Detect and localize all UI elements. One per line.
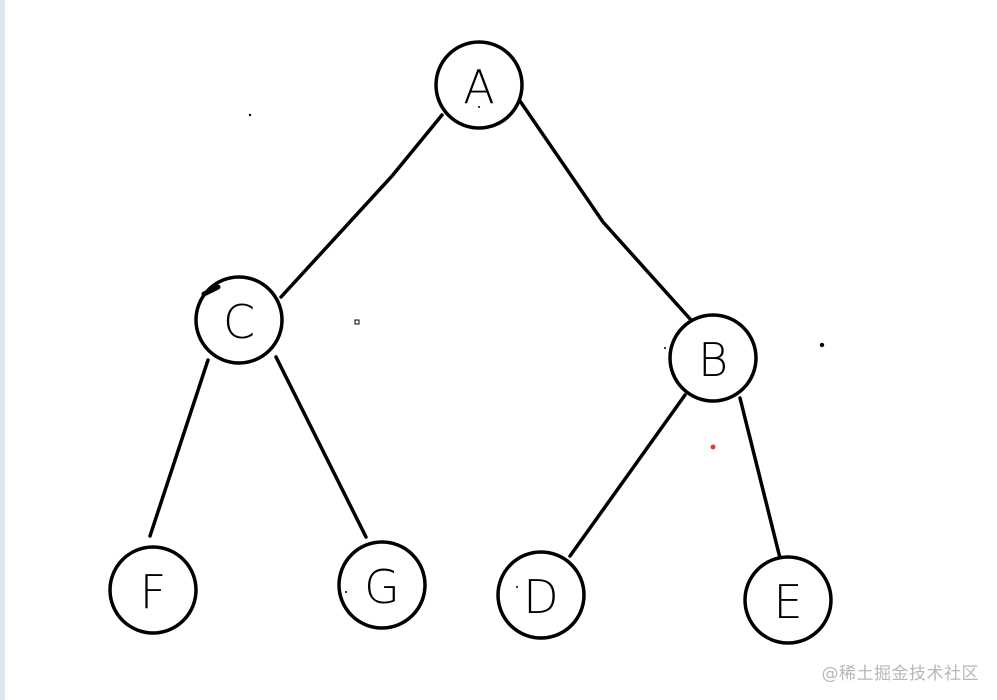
node-circle-e — [743, 555, 833, 645]
edge-a-b — [518, 99, 693, 322]
edge-b-d — [568, 393, 687, 558]
node-circle-a — [434, 40, 524, 130]
tree-node-d: D — [496, 550, 586, 640]
edges-layer — [148, 99, 782, 560]
edge-c-g — [274, 355, 368, 539]
tree-node-b: B — [668, 313, 758, 403]
stray-dot — [664, 347, 666, 349]
stray-dot — [819, 342, 825, 348]
node-label-b: B — [698, 333, 728, 387]
node-label-f: F — [140, 565, 166, 619]
edge-c-f — [148, 358, 210, 538]
node-label-g: G — [364, 560, 400, 614]
stray-square — [354, 319, 360, 325]
node-circle-d — [496, 550, 586, 640]
tree-node-c: C — [194, 275, 284, 365]
tree-node-f: F — [108, 545, 198, 635]
nodes-layer: A C B F G D E — [108, 40, 833, 645]
pen-blob — [201, 284, 221, 297]
node-circle-b — [668, 313, 758, 403]
tree-node-a: A — [434, 40, 524, 130]
node-label-e: E — [773, 575, 802, 629]
stray-dot — [516, 586, 518, 588]
stray-dot — [345, 591, 347, 593]
watermark: @稀土掘金技术社区 — [821, 664, 979, 684]
node-label-a: A — [463, 60, 494, 114]
stray-dot — [248, 113, 252, 117]
edge-b-e — [738, 396, 782, 560]
stray-dot — [478, 106, 480, 108]
stray-marks — [248, 106, 825, 593]
node-circle-f — [108, 545, 198, 635]
tree-node-g: G — [337, 540, 427, 630]
edge-a-c — [279, 113, 444, 299]
stray-dot-red — [710, 444, 716, 450]
left-border — [0, 0, 5, 700]
node-label-c: C — [223, 295, 255, 349]
node-label-d: D — [523, 570, 558, 624]
tree-node-e: E — [743, 555, 833, 645]
node-circle-g — [337, 540, 427, 630]
node-circle-c — [194, 275, 284, 365]
